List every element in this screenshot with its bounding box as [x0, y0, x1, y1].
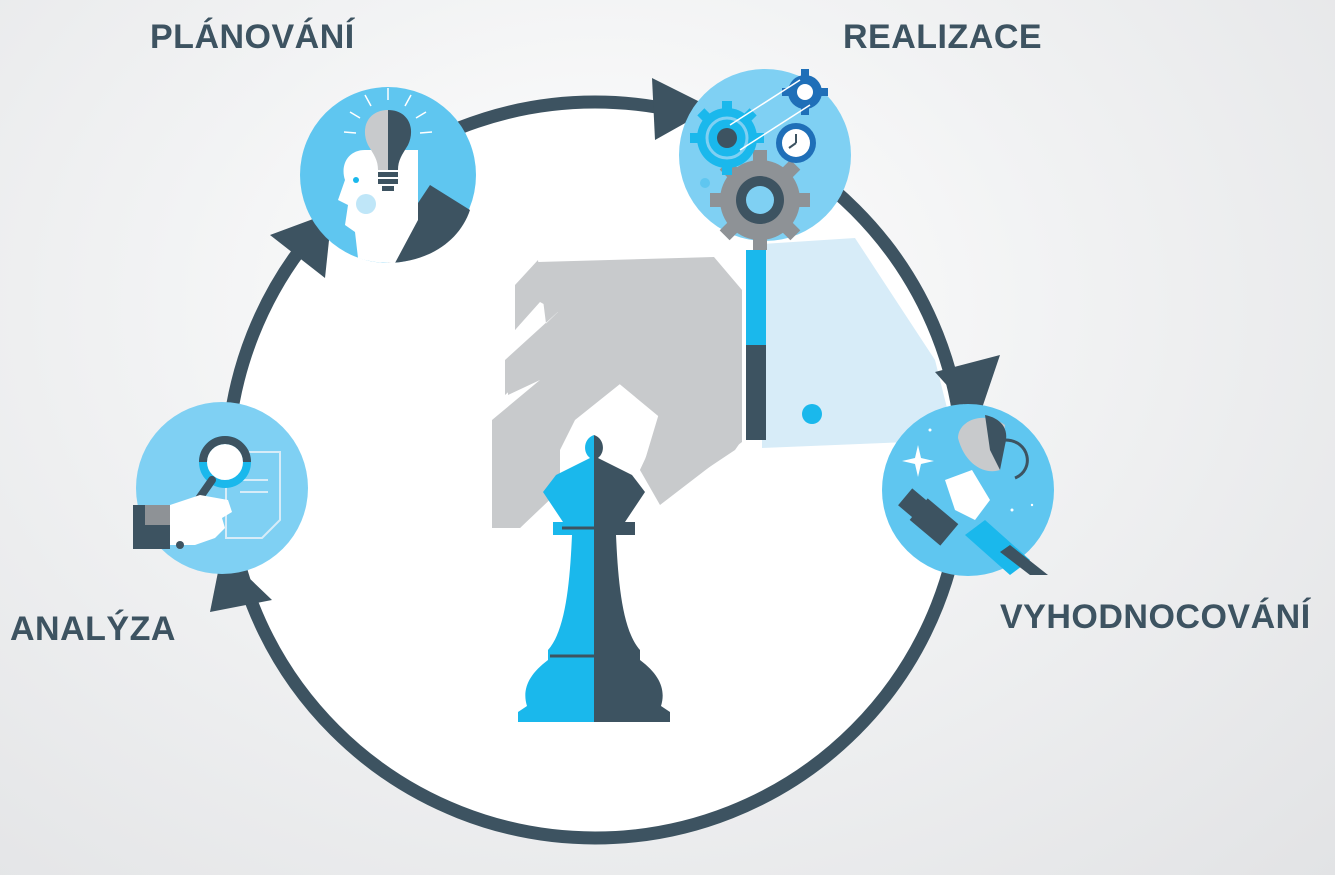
- arrow-to-planovani: [270, 212, 332, 278]
- stage-label-planovani: PLÁNOVÁNÍ: [150, 18, 355, 56]
- stage-label-vyhodnocovani: VYHODNOCOVÁNÍ: [1000, 598, 1311, 636]
- arrow-to-realizace: [652, 78, 712, 140]
- hand-chess-queen-icon: [492, 238, 955, 722]
- stage-label-analyza: ANALÝZA: [10, 610, 176, 648]
- lightbulb-head-icon: [300, 87, 476, 263]
- trophy-hand-icon: [882, 404, 1054, 576]
- gears-clock-icon: [679, 69, 851, 250]
- magnifier-document-icon: [133, 402, 308, 574]
- stage-label-realizace: REALIZACE: [843, 18, 1043, 56]
- arrow-to-vyhodnocovani: [935, 355, 1000, 420]
